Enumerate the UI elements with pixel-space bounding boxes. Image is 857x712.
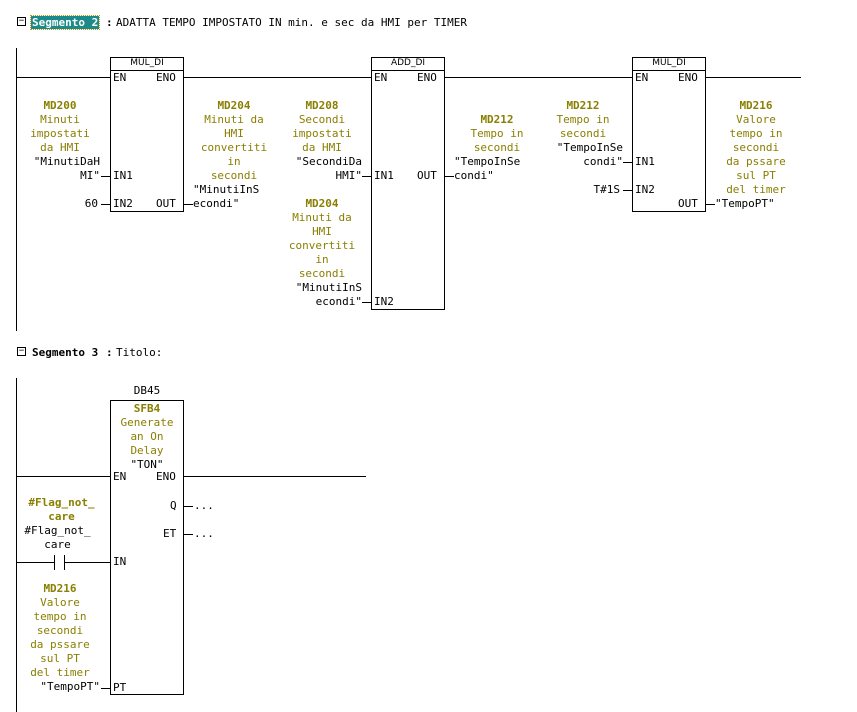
ton-pt-address[interactable]: MD216 xyxy=(43,582,77,595)
segment-3-collapse-icon[interactable]: − xyxy=(17,346,26,356)
mul-di-2-in2-wire xyxy=(623,190,633,191)
mul-di-1-in1-wire xyxy=(101,176,111,177)
mul-di-block-2[interactable] xyxy=(632,70,706,212)
ton-pt-wire xyxy=(101,688,111,689)
ton-q-wire xyxy=(183,506,193,507)
segment-3-separator: : xyxy=(106,346,113,359)
segment-2-collapse-icon[interactable]: − xyxy=(17,16,26,26)
mul-di-2-in1: IN1 xyxy=(635,155,655,168)
contact-right-wire xyxy=(64,562,111,563)
segment-2-power-rail xyxy=(16,48,17,331)
ton-et: ET xyxy=(163,527,177,540)
ton-pt: PT xyxy=(113,681,127,694)
add-di-in1-symbol[interactable]: "SecondiDa HMI" xyxy=(295,155,362,182)
mul-di-1-out: OUT xyxy=(156,197,176,210)
ton-block[interactable] xyxy=(110,400,184,695)
mul-di-1-in1: IN1 xyxy=(113,169,133,182)
add-di-en: EN xyxy=(374,71,388,84)
add-di-in1-address[interactable]: MD208 xyxy=(305,99,339,112)
add-di-in2-wire xyxy=(362,302,372,303)
add-di-out: OUT xyxy=(417,169,437,182)
segment-3-label[interactable]: Segmento 3 xyxy=(32,346,99,359)
add-di-in2: IN2 xyxy=(374,295,394,308)
mul-di-1-out-wire xyxy=(183,204,193,205)
mul-di-1-in2: IN2 xyxy=(113,197,133,210)
add-di-out-address[interactable]: MD212 xyxy=(480,113,514,126)
add-di-in2-symbol[interactable]: "MinutiInS econdi" xyxy=(295,281,362,308)
add-di-in1: IN1 xyxy=(374,169,394,182)
mul-di-2-in1-comment: Tempo in secondi xyxy=(556,113,610,140)
add-di-block[interactable] xyxy=(371,70,445,310)
mul-di-2-eno: ENO xyxy=(678,71,698,84)
add-di-in1-comment: Secondi impostati da HMI xyxy=(292,113,352,154)
ton-en: EN xyxy=(113,470,127,483)
add-di-out-wire xyxy=(444,176,454,177)
mul-di-1-out-comment: Minuti da HMI convertiti in secondi xyxy=(200,113,268,182)
mul-di-2-in1-wire xyxy=(623,162,633,163)
mul-di-2-en: EN xyxy=(635,71,649,84)
mul-di-2-out-wire xyxy=(705,204,715,205)
ton-et-value[interactable]: ... xyxy=(194,527,214,540)
mul-di-2-out-comment: Valore tempo in secondi da pssare sul PT… xyxy=(726,113,786,196)
mul-di-1-en: EN xyxy=(113,71,127,84)
segment-3-en-line xyxy=(16,476,366,477)
ton-block-symbol: "TON" xyxy=(130,458,164,471)
add-di-eno: ENO xyxy=(417,71,437,84)
segment-2-title: ADATTA TEMPO IMPOSTATO IN min. e sec da … xyxy=(116,16,467,29)
mul-di-2-in1-symbol[interactable]: "TempoInSe condi" xyxy=(556,141,623,168)
mul-di-1-in1-symbol[interactable]: "MinutiDaH MI" xyxy=(33,155,100,182)
mul-di-1-out-symbol[interactable]: "MinutiInS econdi" xyxy=(193,183,260,210)
contact-left-wire xyxy=(16,562,54,563)
add-di-in2-comment: Minuti da HMI convertiti in secondi xyxy=(288,211,356,280)
ton-in: IN xyxy=(113,555,127,568)
segment-3-title: Titolo: xyxy=(116,346,163,359)
mul-di-2-name: MUL_DI xyxy=(652,58,686,68)
mul-di-2-out-address[interactable]: MD216 xyxy=(739,99,773,112)
mul-di-block-2-header xyxy=(632,57,706,71)
ton-q-value[interactable]: ... xyxy=(194,499,214,512)
add-di-out-symbol[interactable]: "TempoInSe condi" xyxy=(454,155,521,182)
mul-di-1-in2-wire xyxy=(101,204,111,205)
mul-di-block-1-header xyxy=(110,57,184,71)
segment-2-header[interactable]: Segmento 2 xyxy=(29,15,101,30)
contact-symbol[interactable]: #Flag_not_ care xyxy=(24,524,91,551)
mul-di-1-out-address[interactable]: MD204 xyxy=(217,99,251,112)
ton-q: Q xyxy=(170,499,177,512)
add-di-in1-wire xyxy=(362,176,372,177)
add-di-name: ADD_DI xyxy=(390,58,426,68)
ton-block-type: SFB4 xyxy=(133,402,161,415)
mul-di-1-in1-comment: Minuti impostati da HMI xyxy=(30,113,90,154)
mul-di-1-in1-address[interactable]: MD200 xyxy=(43,99,77,112)
mul-di-2-in1-address[interactable]: MD212 xyxy=(566,99,600,112)
ton-eno: ENO xyxy=(156,470,176,483)
mul-di-2-out: OUT xyxy=(678,197,698,210)
mul-di-1-name: MUL_DI xyxy=(130,58,164,68)
mul-di-2-in2-value[interactable]: T#1S xyxy=(593,183,621,196)
add-di-block-header xyxy=(371,57,445,71)
instance-db-label[interactable]: DB45 xyxy=(133,384,161,397)
mul-di-block-1[interactable] xyxy=(110,70,184,212)
segment-3-power-rail xyxy=(16,378,17,712)
ton-pt-symbol[interactable]: "TempoPT" xyxy=(40,680,100,693)
contact-address[interactable]: #Flag_not_ care xyxy=(28,496,95,523)
ton-block-comment: Generate an On Delay xyxy=(120,416,174,457)
add-di-out-comment: Tempo in secondi xyxy=(470,127,524,154)
mul-di-1-in2-value[interactable]: 60 xyxy=(84,197,98,210)
segment-2-separator: : xyxy=(106,16,113,29)
segment-2-label[interactable]: Segmento 2 xyxy=(29,15,101,30)
add-di-in2-address[interactable]: MD204 xyxy=(305,197,339,210)
mul-di-2-in2: IN2 xyxy=(635,183,655,196)
mul-di-1-eno: ENO xyxy=(156,71,176,84)
ton-pt-comment: Valore tempo in secondi da pssare sul PT… xyxy=(30,596,90,679)
ton-et-wire xyxy=(183,534,193,535)
contact-left-bar[interactable] xyxy=(54,555,55,570)
mul-di-2-out-symbol[interactable]: "TempoPT" xyxy=(715,197,775,210)
